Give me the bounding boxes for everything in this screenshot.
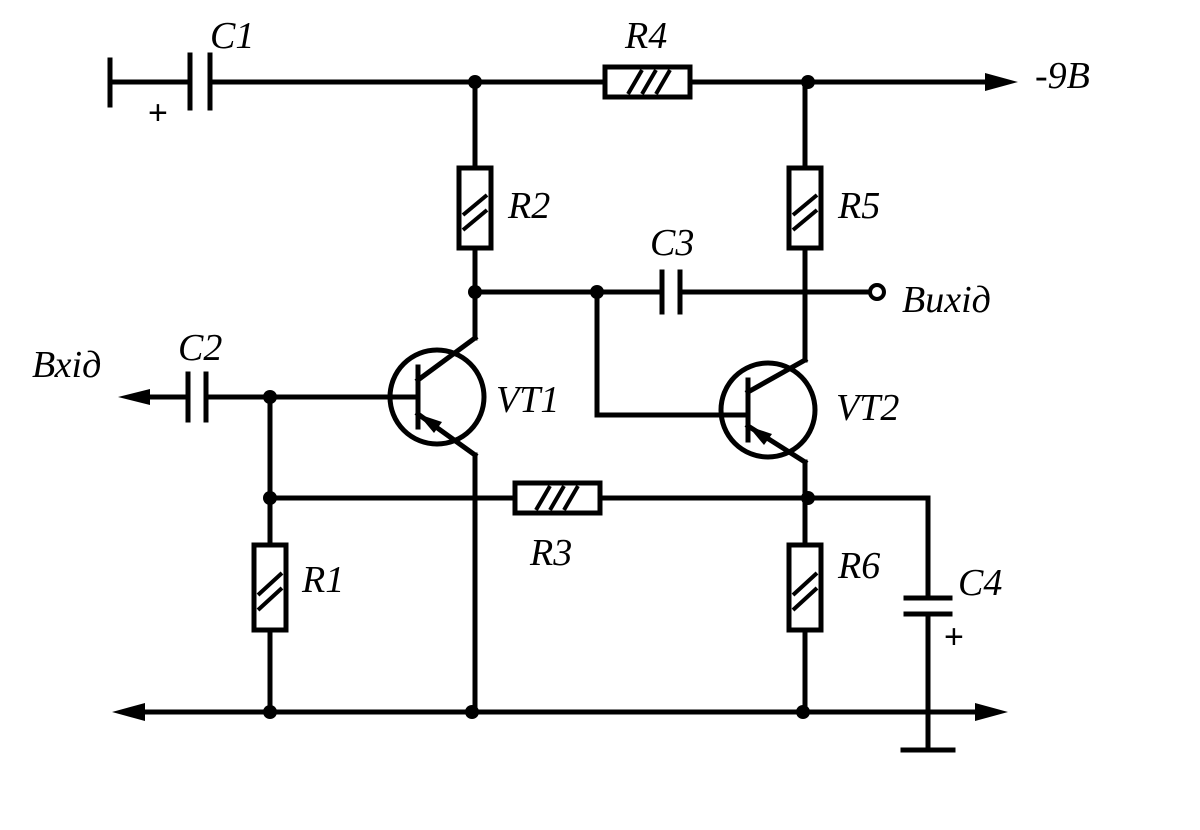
supply-rail [107,57,1018,108]
resistor-r1 [251,542,289,633]
capacitor-c3 [659,269,683,315]
label-c4-polarity: + [944,618,964,656]
label-vt2: VT2 [836,387,899,429]
label-r2: R2 [507,185,550,227]
input-wiring [118,389,421,715]
supply-arrow-icon [985,73,1018,91]
label-c2: C2 [178,327,222,369]
output-terminal [868,283,886,301]
label-c1-polarity: + [148,94,168,132]
label-r4: R4 [624,15,667,57]
label-r5: R5 [837,185,880,227]
ground-rail [112,703,1008,721]
resistor-r3 [512,480,603,516]
resistor-r6 [786,542,824,633]
label-c1: C1 [210,15,254,57]
capacitor-c4 [900,595,956,753]
label-vt1: VT1 [496,379,559,421]
resistor-r4 [602,64,693,100]
transistor-vt2 [718,356,818,466]
label-r6: R6 [837,545,880,587]
resistor-r2 [456,165,494,251]
label-output: Вихід [902,279,991,321]
resistor-r5 [786,165,824,251]
label-c3: C3 [650,222,694,264]
ground-right-arrow-icon [975,703,1008,721]
capacitor-c1 [187,52,213,111]
junction-dots [263,75,815,719]
label-r1: R1 [301,559,344,601]
label-supply: -9B [1035,55,1090,97]
input-arrow-icon [118,389,150,405]
label-r3: R3 [529,532,572,574]
label-input: Вхід [32,344,101,386]
capacitor-c2 [185,371,209,423]
ground-left-arrow-icon [112,703,145,721]
label-c4: C4 [958,562,1002,604]
